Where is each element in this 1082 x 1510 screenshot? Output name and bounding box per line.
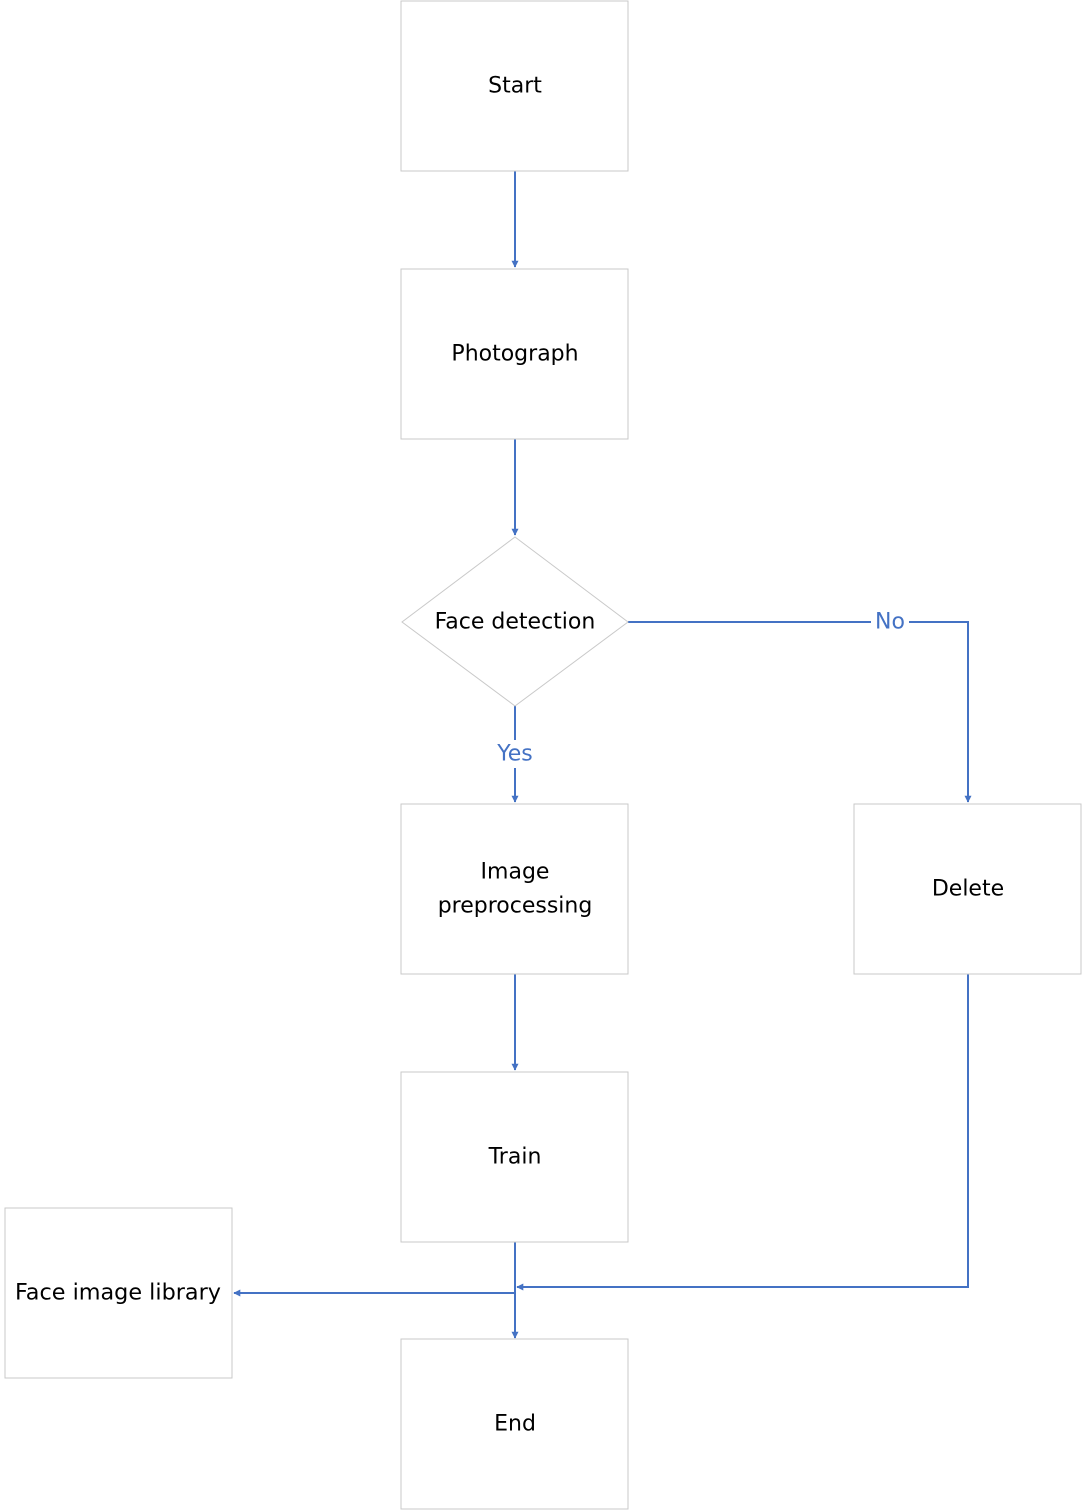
node-start: Start xyxy=(400,0,629,172)
edge-label-yes: Yes xyxy=(496,742,533,767)
edge-face-detection-no-to-delete xyxy=(628,621,972,803)
node-photograph: Photograph xyxy=(400,268,629,440)
node-face-detection-label: Face detection xyxy=(435,610,596,635)
edge-delete-to-end xyxy=(516,974,969,1291)
node-train: Train xyxy=(400,1071,629,1243)
node-image-preprocessing-label-line1: Image xyxy=(481,860,550,885)
node-image-preprocessing: Image preprocessing xyxy=(400,803,629,975)
node-end: End xyxy=(400,1338,629,1510)
node-delete: Delete xyxy=(853,803,1082,975)
edge-label-no: No xyxy=(875,610,905,635)
node-image-preprocessing-label-line2: preprocessing xyxy=(438,894,593,919)
node-face-image-library-label: Face image library xyxy=(15,1281,221,1306)
node-photograph-label: Photograph xyxy=(451,342,578,367)
node-train-label: Train xyxy=(488,1145,542,1170)
node-end-label: End xyxy=(494,1412,536,1437)
node-face-image-library: Face image library xyxy=(4,1207,233,1379)
node-delete-label: Delete xyxy=(932,877,1004,902)
node-start-label: Start xyxy=(488,74,542,99)
node-face-detection: Face detection xyxy=(401,536,629,707)
